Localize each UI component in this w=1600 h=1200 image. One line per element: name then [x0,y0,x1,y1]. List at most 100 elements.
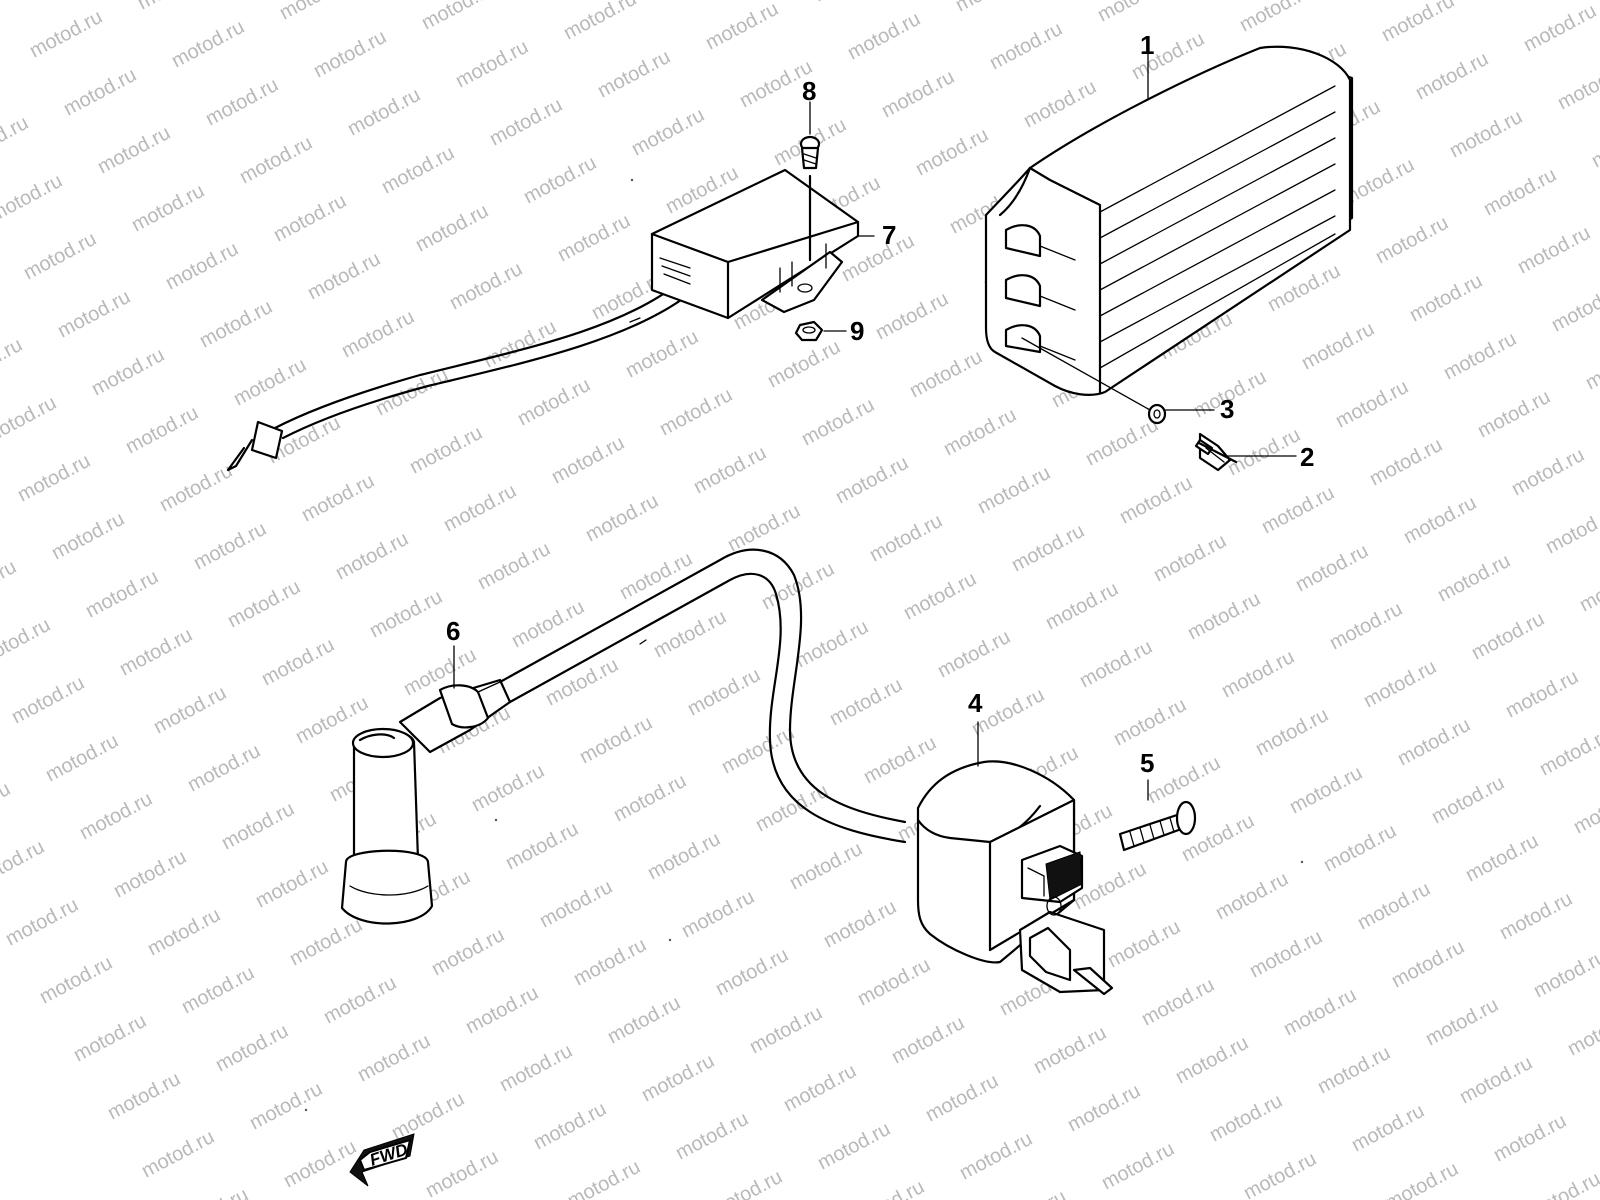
watermark-text: motod.ru [1468,608,1548,664]
watermark-text: motod.ru [854,954,934,1010]
watermark-text: motod.ru [826,674,906,730]
watermark-text: motod.ru [82,566,162,622]
watermark-text: motod.ru [138,1126,218,1182]
watermark-text: motod.ru [1490,1110,1570,1166]
watermark-text: motod.ru [1502,666,1582,722]
watermark-text: motod.ru [1388,936,1468,992]
watermark-text: motod.ru [638,1050,718,1106]
watermark-text: motod.ru [570,934,650,990]
watermark-text: motod.ru [650,606,730,662]
ignition-coil-assembly [340,548,1197,996]
callout-7: 7 [882,220,896,250]
watermark-text: motod.ru [1412,48,1492,104]
watermark-text: motod.ru [202,74,282,130]
leader-lines [453,49,1297,801]
watermark-text: motod.ru [212,1020,292,1076]
watermark-text: motod.ru [452,36,532,92]
watermark-text: motod.ru [474,538,554,594]
watermark-text: motod.ru [246,1078,326,1134]
watermark-text: motod.ru [286,914,366,970]
watermark-text: motod.ru [940,404,1020,460]
watermark-text: motod.ru [1236,0,1316,36]
watermark-text: motod.ru [1480,164,1560,220]
watermark-text: motod.ru [1548,280,1600,336]
watermark-text: motod.ru [1150,530,1230,586]
watermark-text: motod.ru [1252,704,1332,760]
watermark-text: motod.ru [520,152,600,208]
watermark-text: motod.ru [298,470,378,526]
watermark-text: motod.ru [224,576,304,632]
watermark-text: motod.ru [974,462,1054,518]
watermark-text: motod.ru [320,972,400,1028]
watermark-text: motod.ru [1542,502,1600,558]
watermark-text: motod.ru [116,624,196,680]
watermark-text: motod.ru [1434,550,1514,606]
watermark-text: motod.ru [848,1176,928,1200]
watermark-text: motod.ru [412,200,492,256]
watermark-text: motod.ru [1536,724,1600,780]
watermark-text: motod.ru [42,730,122,786]
watermark-text: motod.ru [684,664,764,720]
watermark-text: motod.ru [184,740,264,796]
watermark-text: motod.ru [486,94,566,150]
watermark-text: motod.ru [1348,1100,1428,1156]
watermark-text: motod.ru [0,614,54,670]
watermark-text: motod.ru [344,84,424,140]
watermark-text: motod.ru [582,490,662,546]
watermark-text: motod.ru [0,392,60,448]
watermark-text: motod.ru [952,0,1032,16]
watermark-text: motod.ru [1116,472,1196,528]
watermark-text: motod.ru [388,1088,468,1144]
watermark-text: motod.ru [1588,116,1600,172]
watermark-text: motod.ru [792,616,872,672]
watermark-text: motod.ru [986,18,1066,74]
watermark-text: motod.ru [88,344,168,400]
watermark-text: motod.ru [678,886,758,942]
watermark-text: motod.ru [218,798,298,854]
watermark-text: motod.ru [810,0,890,6]
watermark-text: motod.ru [502,818,582,874]
watermark-text: motod.ru [2,894,82,950]
watermark-text: motod.ru [26,6,106,62]
watermark-text: motod.ru [798,394,878,450]
watermark-text: motod.ru [1144,752,1224,808]
watermark-text: motod.ru [1332,376,1412,432]
watermark-text: motod.ru [576,712,656,768]
watermark-text: motod.ru [20,228,100,284]
watermark-text: motod.ru [168,16,248,72]
watermark-text: motod.ru [1456,1052,1536,1108]
fwd-arrow: FWD [349,1133,415,1187]
watermark-text: motod.ru [1496,888,1576,944]
watermark-text: motod.ru [0,836,48,892]
watermark-text: motod.ru [48,508,128,564]
watermark-text: motod.ru [122,402,202,458]
watermark-text: motod.ru [1394,714,1474,770]
watermark-text: motod.ru [1184,588,1264,644]
watermark-text: motod.ru [0,778,14,834]
watermark-text: motod.ru [1042,578,1122,634]
specks [304,178,1304,1112]
finned-unit [984,45,1354,472]
watermark-text: motod.ru [548,432,628,488]
watermark-text: motod.ru [196,296,276,352]
watermark-text: motod.ru [724,500,804,556]
watermark-text: motod.ru [1570,782,1600,838]
watermark-text: motod.ru [536,876,616,932]
watermark-text: motod.ru [746,1002,826,1058]
watermark-text: motod.ru [354,1030,434,1086]
watermark-text: motod.ru [0,0,72,4]
watermark-text: motod.ru [1354,878,1434,934]
callout-4: 4 [968,688,983,718]
watermark-text: motod.ru [1446,106,1526,162]
watermark-text: motod.ru [1406,270,1486,326]
watermark-text: motod.ru [36,952,116,1008]
watermark-text: motod.ru [922,1070,1002,1126]
watermark-text: motod.ru [844,8,924,64]
watermark-text: motod.ru [462,982,542,1038]
watermark-text: motod.ru [8,672,88,728]
watermark-text: motod.ru [110,846,190,902]
watermark-text: motod.ru [594,46,674,102]
watermark-text: motod.ru [1286,762,1366,818]
watermark-text: motod.ru [764,336,844,392]
watermark-text: motod.ru [934,626,1014,682]
